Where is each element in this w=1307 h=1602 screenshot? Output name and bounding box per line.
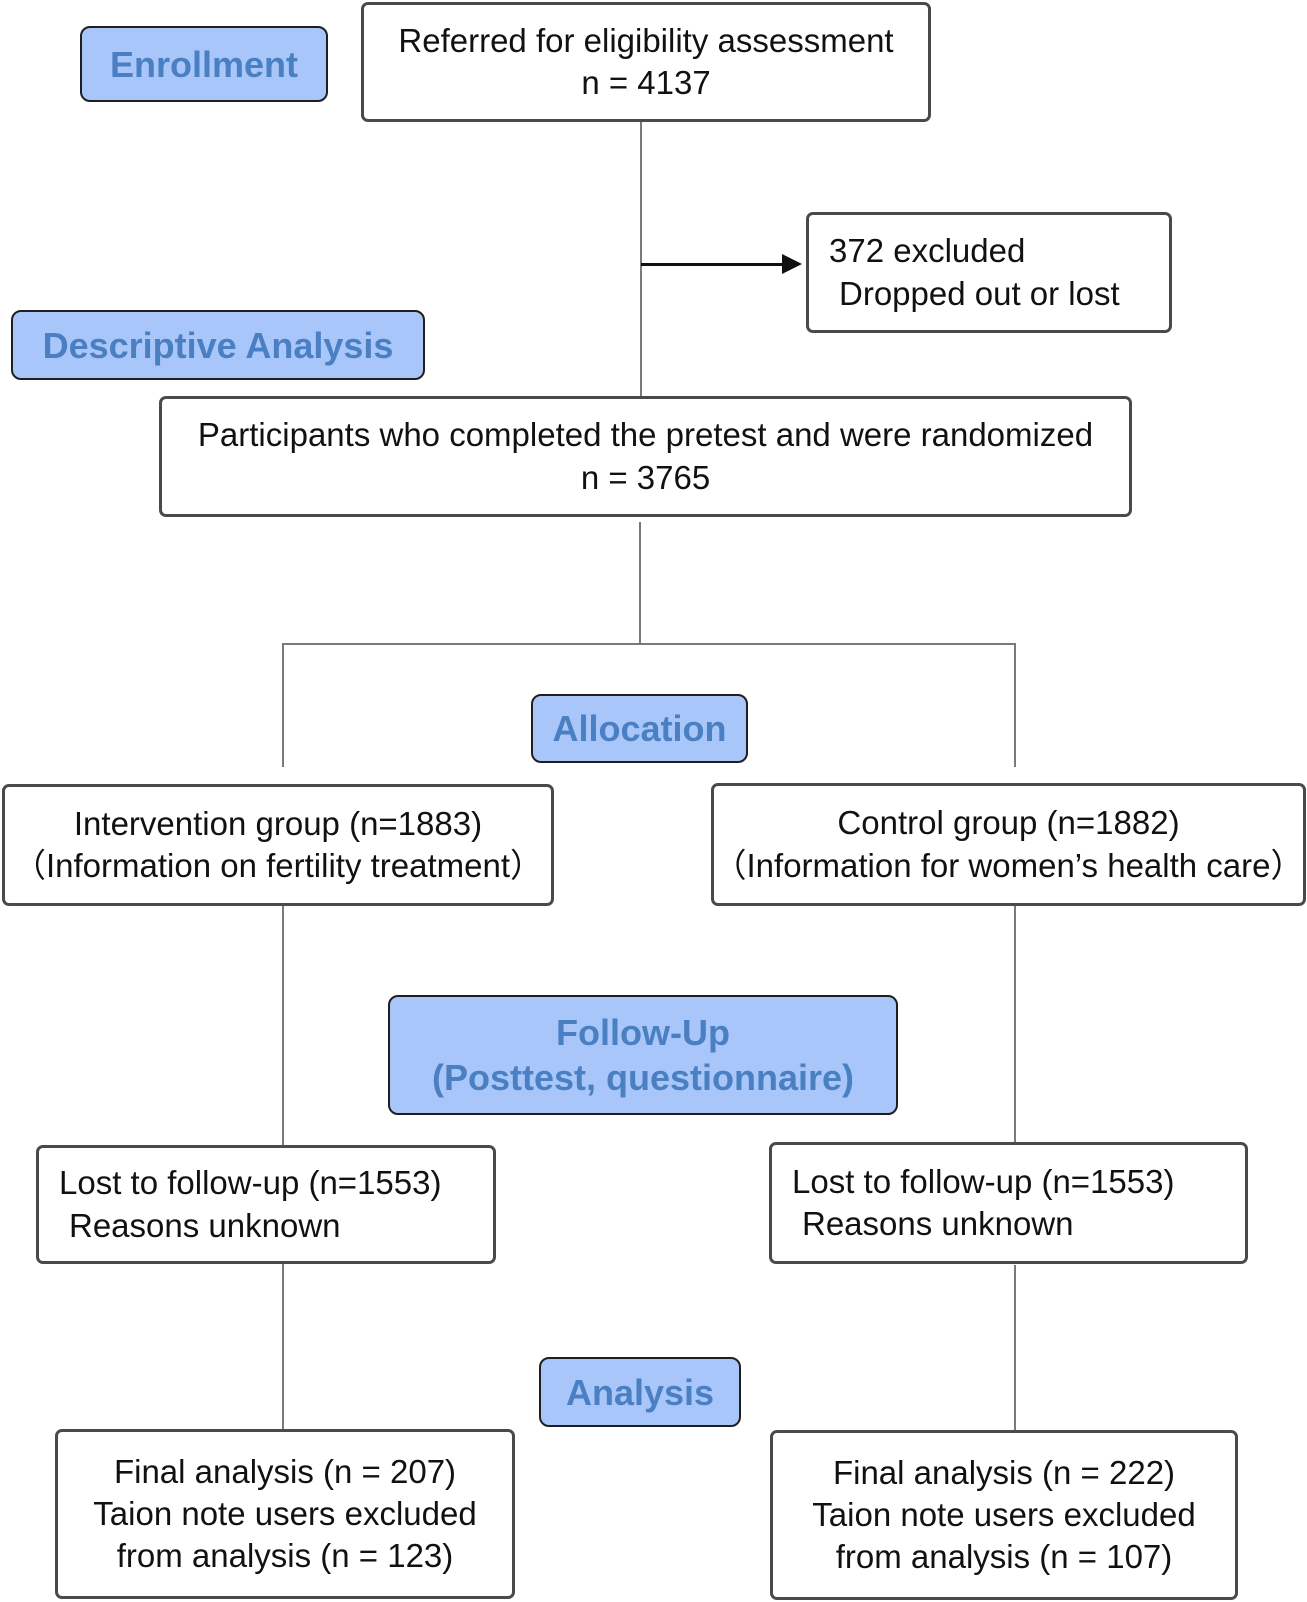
stage-enrollment-label: Enrollment <box>109 43 298 85</box>
stage-follow-up-subtitle: (Posttest, questionnaire) <box>431 1057 855 1098</box>
box-lost-left-line2: Reasons unknown <box>69 1206 341 1244</box>
box-control-group: Control group (n=1882) （Information for … <box>711 783 1306 906</box>
box-final-right-line2: Taion note users excluded <box>812 1495 1196 1533</box>
stage-allocation-label: Allocation <box>552 708 727 749</box>
box-intervention-group: Intervention group (n=1883) （Information… <box>2 784 554 906</box>
connector-intervention-to-lost-left <box>282 906 284 1146</box>
box-referred: Referred for eligibility assessment n = … <box>361 2 931 122</box>
connector-lost-right-to-final-right <box>1014 1265 1016 1432</box>
stage-analysis-label: Analysis <box>565 1371 715 1413</box>
box-control-line1: Control group (n=1882) <box>837 804 1180 842</box>
connector-control-to-lost-right <box>1014 906 1016 1144</box>
connector-split-to-control <box>1014 643 1016 767</box>
box-final-right: Final analysis (n = 222) Taion note user… <box>770 1430 1238 1600</box>
connector-referred-to-randomized <box>640 122 642 400</box>
exclusion-arrow-shaft <box>641 263 783 266</box>
stage-descriptive-analysis-label: Descriptive Analysis <box>42 324 394 366</box>
stage-descriptive-analysis: Descriptive Analysis <box>11 310 425 380</box>
exclusion-arrow-head <box>782 254 802 274</box>
stage-follow-up-title: Follow-Up <box>556 1012 730 1053</box>
box-referred-line1: Referred for eligibility assessment <box>398 21 894 59</box>
box-intervention-line1: Intervention group (n=1883) <box>73 804 483 842</box>
box-final-left: Final analysis (n = 207) Taion note user… <box>55 1429 515 1599</box>
box-excluded: 372 excluded Dropped out or lost <box>806 212 1172 333</box>
box-lost-right: Lost to follow-up (n=1553) Reasons unkno… <box>769 1142 1248 1264</box>
box-lost-left: Lost to follow-up (n=1553) Reasons unkno… <box>36 1145 496 1264</box>
box-final-right-line3: from analysis (n = 107) <box>835 1538 1173 1576</box>
box-control-line2: （Information for women’s health care） <box>713 846 1304 884</box>
box-final-right-line1: Final analysis (n = 222) <box>832 1453 1176 1491</box>
box-excluded-line1: 372 excluded <box>829 232 1026 270</box>
connector-split-horizontal <box>282 643 1016 645</box>
box-randomized-line2: n = 3765 <box>580 458 711 496</box>
stage-analysis: Analysis <box>539 1357 741 1427</box>
box-final-left-line1: Final analysis (n = 207) <box>113 1452 457 1490</box>
box-intervention-line2: （Information on fertility treatment） <box>12 847 544 884</box>
box-lost-right-line1: Lost to follow-up (n=1553) <box>792 1162 1175 1200</box>
connector-split-to-intervention <box>282 643 284 767</box>
box-final-left-line2: Taion note users excluded <box>93 1494 477 1532</box>
connector-randomized-to-split <box>639 522 641 645</box>
box-lost-right-line2: Reasons unknown <box>802 1205 1074 1242</box>
connector-lost-left-to-final-left <box>282 1264 284 1430</box>
stage-allocation: Allocation <box>531 694 748 763</box>
box-randomized: Participants who completed the pretest a… <box>159 396 1132 517</box>
box-excluded-line2: Dropped out or lost <box>839 274 1120 312</box>
box-randomized-line1: Participants who completed the pretest a… <box>197 416 1094 454</box>
box-referred-line2: n = 4137 <box>581 64 711 101</box>
stage-enrollment: Enrollment <box>80 26 328 102</box>
box-final-left-line3: from analysis (n = 123) <box>116 1537 454 1575</box>
stage-follow-up: Follow-Up (Posttest, questionnaire) <box>388 995 898 1115</box>
box-lost-left-line1: Lost to follow-up (n=1553) <box>59 1164 442 1202</box>
